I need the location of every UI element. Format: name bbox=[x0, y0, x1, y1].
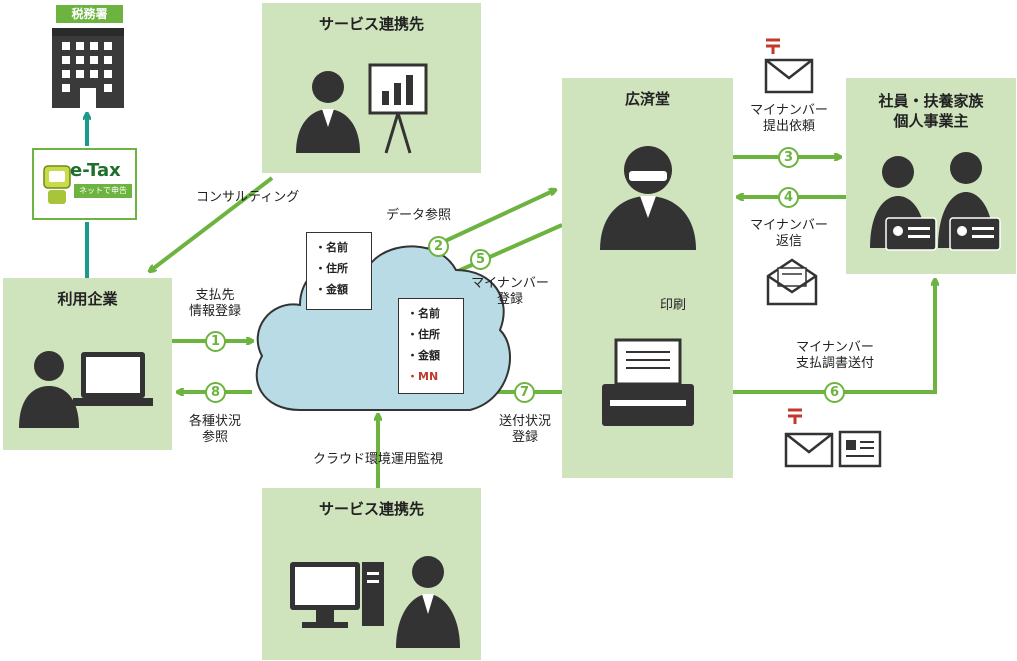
doc1-item-amount: ・金額 bbox=[315, 283, 348, 296]
user-company-box: 利用企業 bbox=[3, 278, 172, 450]
laptop-user-icon bbox=[19, 351, 153, 428]
tax-office-label: 税務署 bbox=[56, 5, 123, 23]
open-envelope-icon bbox=[766, 258, 818, 306]
service-partner-top-box: サービス連携先 bbox=[262, 3, 481, 173]
step7-label-line2: 登録 bbox=[511, 430, 538, 445]
step5-label-line1: マイナンバー bbox=[471, 276, 549, 291]
doc1-item-name: ・名前 bbox=[315, 241, 348, 254]
postal-mark-icon bbox=[766, 38, 780, 54]
arrow-step6 bbox=[733, 280, 935, 394]
step4-label-line1: マイナンバー bbox=[750, 218, 828, 233]
step-badge-1: 1 bbox=[205, 331, 226, 352]
envelope-icon bbox=[764, 38, 814, 94]
koseido-graphics bbox=[600, 146, 696, 426]
service-partner-bottom-title: サービス連携先 bbox=[318, 500, 424, 518]
businessman-icon bbox=[600, 146, 696, 250]
step8-label-line2: 参照 bbox=[201, 430, 228, 445]
doc2-item-address: ・住所 bbox=[407, 328, 440, 341]
doc2-item-amount: ・金額 bbox=[407, 349, 440, 362]
building-icon bbox=[52, 28, 124, 108]
etax-logo: e-Tax ネットで申告 bbox=[32, 148, 137, 220]
etax-title: e-Tax bbox=[70, 160, 121, 181]
presenter-icon bbox=[296, 63, 428, 154]
doc2-item-mynumber: ・MN bbox=[407, 370, 439, 383]
etax-subtitle: ネットで申告 bbox=[74, 184, 132, 198]
koseido-title: 広済堂 bbox=[624, 90, 670, 108]
koseido-box: 広済堂 bbox=[562, 78, 733, 478]
data-reference-label: データ参照 bbox=[386, 208, 452, 223]
etax-mascot-icon bbox=[43, 165, 71, 204]
printer-icon bbox=[602, 338, 694, 426]
step6-label-line2: 支払調書送付 bbox=[795, 356, 874, 371]
service-partner-top-title: サービス連携先 bbox=[318, 15, 424, 33]
step-badge-2: 2 bbox=[428, 236, 449, 257]
step6-label-line1: マイナンバー bbox=[796, 340, 874, 355]
step3-label-line2: 提出依頼 bbox=[762, 119, 815, 134]
step-badge-5: 5 bbox=[470, 249, 491, 270]
id-card-icon bbox=[870, 152, 1001, 251]
step1-label-line1: 支払先 bbox=[195, 288, 235, 303]
service-partner-bottom-box: サービス連携先 bbox=[262, 488, 481, 660]
cloud-icon bbox=[255, 245, 511, 411]
arrow-consulting bbox=[150, 176, 274, 271]
consulting-label: コンサルティング bbox=[196, 190, 300, 205]
desktop-computer-icon bbox=[290, 556, 460, 648]
step-badge-3: 3 bbox=[778, 147, 799, 168]
postal-mark-icon bbox=[788, 408, 802, 424]
document-card-2: ・名前 ・住所 ・金額 ・MN bbox=[398, 298, 464, 394]
step5-label-line2: 登録 bbox=[496, 292, 523, 307]
employees-box: 社員・扶養家族 個人事業主 bbox=[846, 78, 1016, 274]
step8-label-line1: 各種状況 bbox=[188, 414, 241, 429]
cloud-monitor-label: クラウド環境運用監視 bbox=[312, 452, 443, 467]
employees-title-line2: 個人事業主 bbox=[893, 112, 969, 130]
document-card-1: ・名前 ・住所 ・金額 bbox=[306, 232, 372, 310]
step7-label-line1: 送付状況 bbox=[498, 414, 551, 429]
doc1-item-address: ・住所 bbox=[315, 262, 348, 275]
step-badge-7: 7 bbox=[514, 382, 535, 403]
employees-title-line1: 社員・扶養家族 bbox=[878, 92, 984, 110]
print-label: 印刷 bbox=[660, 298, 687, 313]
mail-and-statement-icon bbox=[784, 408, 882, 468]
step-badge-4: 4 bbox=[778, 187, 799, 208]
user-company-title: 利用企業 bbox=[57, 290, 118, 308]
step3-label-line1: マイナンバー bbox=[750, 103, 828, 118]
step4-label-line2: 返信 bbox=[775, 234, 802, 249]
doc2-item-name: ・名前 bbox=[407, 307, 440, 320]
step1-label-line2: 情報登録 bbox=[188, 304, 241, 319]
step-badge-8: 8 bbox=[205, 382, 226, 403]
step-badge-6: 6 bbox=[824, 382, 845, 403]
